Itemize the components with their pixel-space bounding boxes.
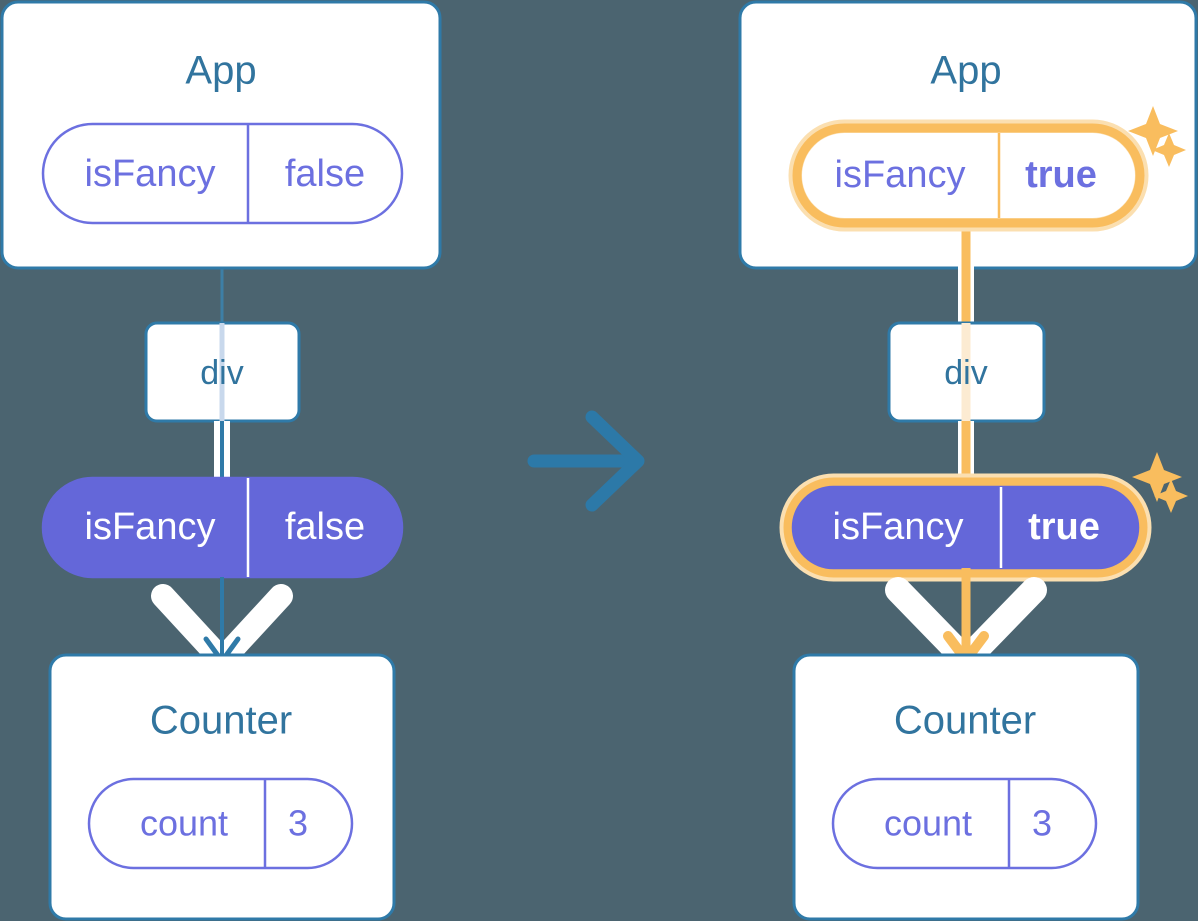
prop-pill-left: isFancy false [41,476,404,579]
arrow-right-icon [527,410,645,512]
panel-before: App isFancy false div isFancy [0,0,442,921]
app-card-title-right: App [930,49,1001,93]
app-state-pill-key-right: isFancy [835,154,966,196]
app-card-title-left: App [185,49,256,93]
panel-after: App isFancy true [738,0,1198,921]
counter-card-title-right: Counter [894,699,1036,743]
sparkle-small-app [1152,133,1186,167]
dom-node-div-label-left: div [200,354,243,392]
sparkle-large-app [1128,106,1178,156]
sparkle-small-prop [1154,479,1188,513]
counter-state-pill-key-right: count [884,803,972,844]
sparkle-large-prop [1132,452,1182,502]
app-state-pill-left: isFancy false [41,122,404,225]
prop-pill-right: isFancy true [779,473,1152,582]
counter-state-pill-left: count 3 [87,777,354,870]
counter-card-title-left: Counter [150,699,292,743]
dom-node-div-label-right: div [944,354,987,392]
prop-pill-value-left: false [285,506,365,548]
dom-node-div-left: div [144,321,301,423]
counter-state-pill-right: count 3 [831,777,1098,870]
counter-state-pill-value-right: 3 [1032,803,1052,844]
dom-node-div-right: div [887,321,1046,423]
app-state-pill-key-left: isFancy [85,153,216,195]
app-state-pill-right: isFancy true [788,119,1149,232]
prop-pill-value-right: true [1028,506,1100,548]
counter-state-pill-value-left: 3 [288,803,308,844]
counter-state-pill-key-left: count [140,803,228,844]
app-state-pill-value-right: true [1025,154,1097,196]
app-state-pill-value-left: false [285,153,365,195]
app-pill-glow-inner-right [792,123,1145,228]
prop-pill-key-left: isFancy [85,506,216,548]
prop-pill-key-right: isFancy [833,506,964,548]
